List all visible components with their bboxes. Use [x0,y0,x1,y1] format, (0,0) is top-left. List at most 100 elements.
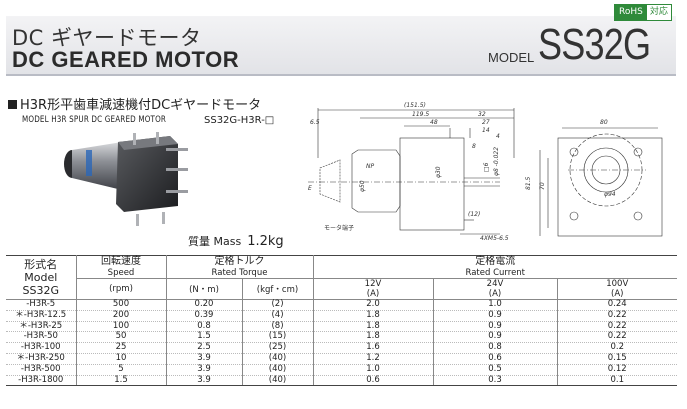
svg-text:80: 80 [600,119,608,126]
title-japanese: DC ギヤードモータ [12,26,202,50]
svg-text:(12): (12) [468,211,480,218]
header-24v-label: 24V [486,279,504,289]
header-24v: 24V(A) [432,278,558,300]
header-speed-jp: 回転速度 [101,256,141,267]
cell-torque-kgf: (2) [241,299,314,311]
title-english: DC GEARED MOTOR [12,47,240,72]
cell-current-100v: 0.22 [556,310,678,322]
svg-text:27: 27 [482,119,490,126]
cell-current-12v: 1.8 [312,321,434,333]
cell-torque-nm: 0.39 [165,310,243,322]
svg-text:φ8 -0.022: φ8 -0.022 [493,147,500,176]
square-bullet-icon [8,100,17,109]
cell-torque-nm: 0.8 [165,321,243,333]
header-model-code: SS32G [22,284,60,297]
mass-value: 1.2kg [247,234,284,249]
header-current-en: Rated Current [465,268,526,278]
section-title-text: H3R形平歯車減速機付DCギヤードモータ [20,98,262,113]
svg-text:(151.5): (151.5) [404,102,426,109]
cell-model: ＊-H3R-12.5 [6,310,77,322]
cell-current-24v: 0.9 [432,321,558,333]
model-label: MODEL [488,50,535,65]
cell-model: ＊-H3R-25 [6,321,77,333]
cell-current-24v: 1.0 [432,299,558,311]
svg-text:φ30: φ30 [435,166,442,178]
cell-current-12v: 1.8 [312,332,434,344]
svg-text:6.5: 6.5 [310,119,320,126]
cell-speed: 200 [75,310,167,322]
cell-current-12v: 0.6 [312,375,434,387]
cell-current-100v: 0.24 [556,299,678,311]
header-model-jp: 形式名 [24,258,58,271]
cell-speed: 5 [75,364,167,376]
cell-torque-nm: 1.5 [165,332,243,344]
svg-text:119.5: 119.5 [412,111,429,118]
svg-text:81.5: 81.5 [525,176,532,190]
cell-torque-kgf: (4) [241,310,314,322]
header-torque-unit-kgf: (kgf・cm) [241,278,314,300]
svg-text:4XM5-6.5: 4XM5-6.5 [480,235,509,242]
header-torque-en: Rated Torque [211,268,268,278]
cell-speed: 25 [75,342,167,354]
header-torque-jp: 定格トルク [214,256,265,267]
cell-speed: 100 [75,321,167,333]
cell-torque-nm: 3.9 [165,364,243,376]
header-100v: 100V(A) [556,278,678,300]
rohs-label: RoHS [615,5,647,20]
header-model-en: Model [24,271,58,284]
header-model: 形式名 Model SS32G [6,255,77,300]
cell-model: -H3R-500 [6,364,77,376]
cell-current-100v: 0.2 [556,342,678,354]
cell-model: -H3R-50 [6,332,77,344]
header-12v: 12V(A) [312,278,434,300]
cell-model: -H3R-100 [6,342,77,354]
header-current-jp: 定格電流 [475,256,516,267]
svg-text:□6: □6 [483,162,490,172]
cell-torque-kgf: (40) [241,353,314,365]
header-torque: 定格トルク Rated Torque [165,255,314,279]
svg-text:8: 8 [472,143,476,150]
svg-text:14: 14 [482,127,490,134]
header-12v-unit: (A) [366,289,380,299]
svg-text:φ94: φ94 [604,191,616,198]
svg-text:48: 48 [430,119,438,126]
cell-current-12v: 1.6 [312,342,434,354]
cell-model: -H3R-5 [6,299,77,311]
cell-current-100v: 0.22 [556,321,678,333]
cell-current-12v: 2.0 [312,299,434,311]
header-torque-unit-nm: (N・m) [165,278,243,300]
cell-current-24v: 0.5 [432,364,558,376]
header-100v-label: 100V [606,279,629,289]
cell-speed: 500 [75,299,167,311]
cell-current-12v: 1.2 [312,353,434,365]
header-speed-en: Speed [107,268,135,278]
cell-speed: 50 [75,332,167,344]
svg-text:モータ端子: モータ端子 [324,224,354,232]
dimension-drawing: (151.5) 119.5 32 6.5 48 27 14 4 8 80 81.… [308,102,663,242]
header-12v-label: 12V [364,279,382,289]
rohs-compliant-label: 対応 [649,7,668,17]
cell-current-12v: 1.8 [312,310,434,322]
mass-label: 質量 Mass [188,235,242,248]
svg-text:E: E [308,185,312,192]
motor-photo [64,132,188,226]
header-speed-unit: (rpm) [76,278,167,300]
cell-current-12v: 1.0 [312,364,434,376]
cell-torque-nm: 3.9 [165,353,243,365]
cell-torque-nm: 3.9 [165,375,243,387]
header-24v-unit: (A) [488,289,502,299]
cell-current-24v: 0.3 [432,375,558,387]
cell-model: -H3R-1800 [6,375,77,387]
cell-current-24v: 0.9 [432,332,558,344]
cell-torque-kgf: (25) [241,342,314,354]
mass-spec: 質量 Mass 1.2kg [188,233,284,249]
cell-speed: 1.5 [75,375,167,387]
cell-model: ＊-H3R-250 [6,353,77,365]
